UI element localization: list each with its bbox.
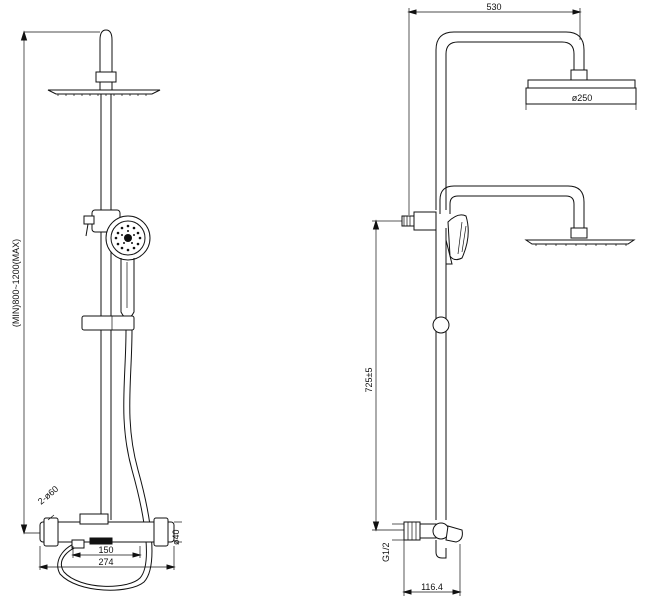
lower-head-nozzles bbox=[535, 244, 627, 246]
nozzles bbox=[57, 94, 147, 96]
spout-offset-label: 116.4 bbox=[421, 582, 443, 592]
overall-width-label: 274 bbox=[98, 557, 113, 567]
lower-head bbox=[524, 239, 636, 245]
side-wall-bracket bbox=[413, 211, 437, 231]
arrow-spout-left bbox=[402, 589, 412, 595]
spout bbox=[435, 540, 447, 559]
mixer-riser-connector bbox=[79, 513, 109, 525]
body-diameter-label: ø40 bbox=[171, 529, 181, 545]
arrow-overall-right bbox=[166, 564, 176, 570]
inlet-spacing-label: 150 bbox=[98, 545, 113, 555]
eccentric-threads bbox=[407, 522, 417, 540]
arrow-inlet-left bbox=[71, 552, 81, 558]
arm-length-label: 530 bbox=[486, 2, 501, 12]
upper-head-body bbox=[525, 87, 637, 105]
arrow-spout-right bbox=[452, 589, 462, 595]
right-handle bbox=[153, 517, 169, 547]
overhead-shower-head bbox=[47, 89, 161, 95]
arrow-inlet-right bbox=[132, 552, 142, 558]
mixer-handle-side bbox=[445, 525, 463, 543]
shower-arm bbox=[99, 29, 113, 90]
hand-shower-handle-side bbox=[445, 239, 453, 265]
shower-hose bbox=[61, 329, 147, 587]
hose-connector bbox=[71, 539, 85, 549]
hand-shower-side bbox=[447, 214, 469, 261]
bracket-knob bbox=[83, 215, 95, 225]
slide-knob bbox=[432, 316, 450, 334]
lower-arm-connector bbox=[570, 227, 588, 239]
hand-shower-face-side bbox=[457, 221, 467, 255]
arrow-arm-left bbox=[407, 9, 417, 15]
hand-shower-nozzles bbox=[114, 224, 142, 252]
lower-arm-outer bbox=[439, 185, 585, 230]
upper-arm-inner bbox=[445, 41, 575, 210]
lower-arm-inner bbox=[449, 195, 575, 230]
upper-head-top bbox=[527, 79, 636, 89]
rail-height-label: 725±5 bbox=[364, 368, 374, 393]
spacing-leader bbox=[47, 514, 55, 521]
arrow-overall-left bbox=[38, 564, 48, 570]
arrow-arm-right bbox=[572, 9, 582, 15]
front-view: (MIN)800~1200(MAX) bbox=[11, 29, 182, 591]
side-view: 530 ø250 7 bbox=[364, 2, 637, 596]
upper-arm-connector bbox=[570, 69, 588, 81]
arrow-rail-top bbox=[372, 219, 380, 230]
shower-hose-outer bbox=[57, 329, 153, 591]
anchor-threads bbox=[403, 216, 411, 226]
upper-arm-outer bbox=[435, 31, 585, 210]
arm-connector bbox=[95, 71, 117, 83]
arrow-rail-bottom bbox=[372, 521, 380, 532]
arrow-top bbox=[20, 30, 28, 41]
mixer-outlet bbox=[89, 537, 113, 545]
left-handle bbox=[43, 517, 59, 547]
spacing-label: 2-ø60 bbox=[36, 484, 60, 507]
head-diameter-label: ø250 bbox=[572, 93, 593, 103]
arrow-bottom bbox=[20, 524, 28, 535]
height-range-label: (MIN)800~1200(MAX) bbox=[11, 239, 21, 327]
hand-shower-handle bbox=[120, 258, 135, 319]
thread-label: G1/2 bbox=[381, 542, 391, 562]
slide-holder bbox=[81, 315, 135, 331]
bracket-lever bbox=[85, 223, 89, 237]
